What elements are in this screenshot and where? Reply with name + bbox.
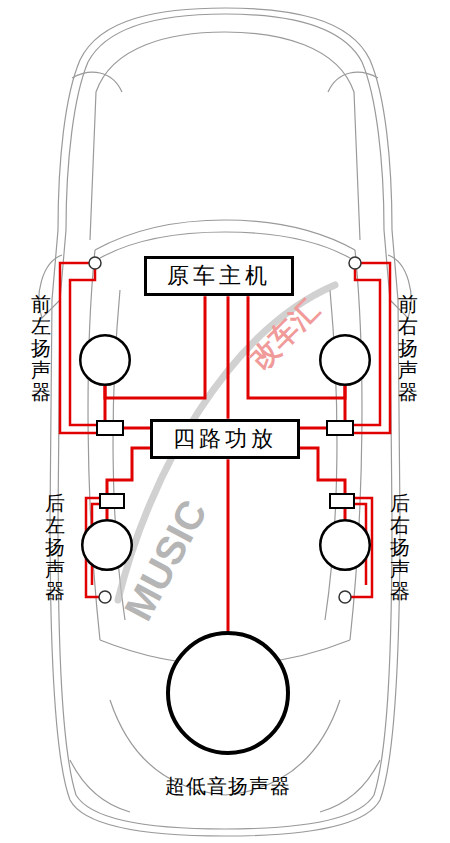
speaker-circle: 前右扬声器: [319, 334, 371, 386]
speaker-circle: 后左扬声器: [81, 519, 133, 571]
speaker-circle: 后右扬声器: [319, 519, 371, 571]
speaker-cone: [320, 520, 370, 570]
head-unit-box: 原车主机: [144, 256, 294, 297]
amplifier-box: 四路功放: [150, 419, 300, 460]
crossover-box: [97, 421, 354, 508]
subwoofer-circle: 超低音扬声器: [166, 631, 290, 755]
speaker-wire: [227, 459, 230, 631]
speaker-label: 前右扬声器: [398, 293, 418, 403]
speaker-label: 超低音扬声器: [165, 774, 291, 798]
speaker-outline: [166, 631, 290, 755]
speaker-outline: [319, 519, 371, 571]
speaker-label: 后右扬声器: [390, 492, 410, 602]
speaker-label: 前左扬声器: [31, 293, 51, 403]
speaker-label: 后左扬声器: [45, 492, 65, 602]
box-label: 原车主机: [167, 262, 271, 291]
speaker-wire: [227, 296, 230, 418]
speaker-outline: [319, 334, 371, 386]
speaker-cone: [168, 633, 288, 753]
speaker-outline: [79, 334, 131, 386]
speaker-cone: [320, 335, 370, 385]
tweeter-wires: [60, 263, 390, 597]
speaker-cone: [82, 520, 132, 570]
speaker-outline: [81, 519, 133, 571]
speaker-circle: 前左扬声器: [79, 334, 131, 386]
box-label: 四路功放: [173, 425, 277, 454]
speaker-cone: [80, 335, 130, 385]
